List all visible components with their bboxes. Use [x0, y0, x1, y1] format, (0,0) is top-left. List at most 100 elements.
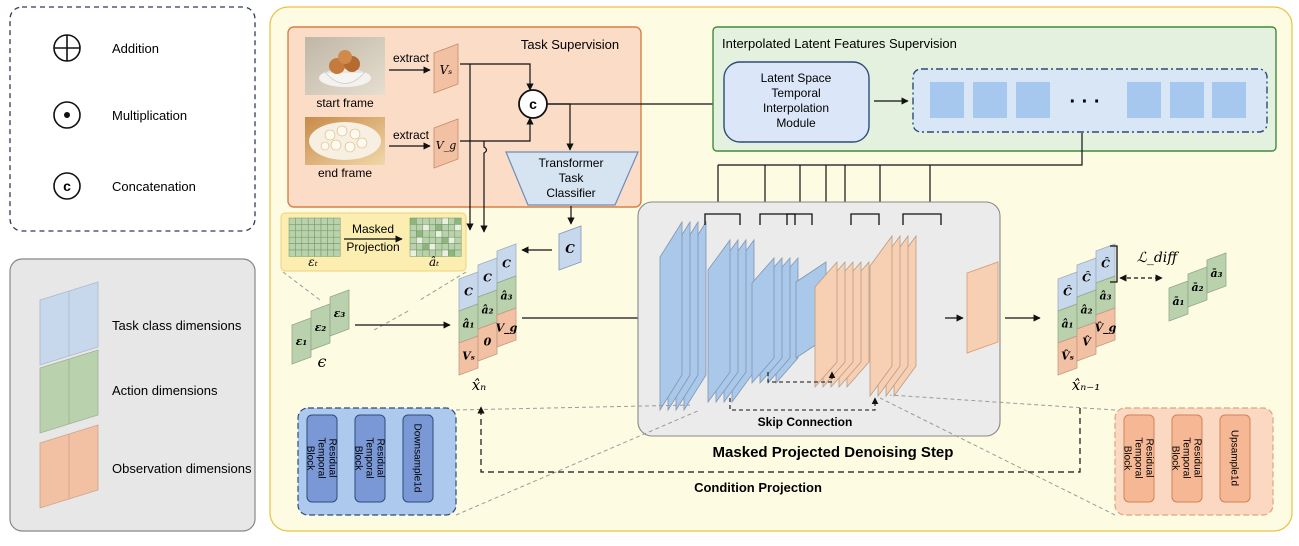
start-frame-image [305, 37, 385, 95]
svg-text:Vₛ: Vₛ [462, 350, 475, 363]
condition-projection-label: Condition Projection [694, 480, 822, 495]
svg-text:ResidualTemporalBlock: ResidualTemporalBlock [353, 437, 386, 478]
skip-line-inner [767, 371, 836, 383]
tensor-cell: V̂_g [1095, 307, 1117, 348]
network-plate [659, 220, 683, 412]
svg-text:Task: Task [559, 171, 585, 185]
end-frame-image [305, 117, 385, 165]
tensor-cell: V_g [496, 307, 518, 348]
legend-addition-label: Addition [112, 41, 159, 56]
tensor-cell: ε₂ [310, 303, 331, 351]
latent-square-3 [1127, 82, 1161, 118]
latent-square-0 [930, 82, 964, 118]
svg-text:0: 0 [484, 336, 492, 349]
svg-text:ResidualTemporalBlock: ResidualTemporalBlock [1170, 437, 1203, 478]
latent-square-5 [1212, 82, 1246, 118]
latents-down-line [718, 133, 1083, 166]
legend-dim-swatch-0 [39, 281, 99, 366]
svg-text:C: C [565, 242, 575, 256]
svg-text:Downsample1d: Downsample1d [412, 424, 423, 493]
condition-projection-path [477, 406, 1081, 473]
denoise-title: Masked Projected Denoising Step [713, 444, 954, 461]
up-block-2: Upsample1d [1219, 414, 1251, 503]
network-bracket-0 [704, 213, 741, 225]
interp-title: Interpolated Latent Features Supervision [722, 36, 957, 51]
legend-concatenation-label: Concatenation [112, 179, 196, 194]
legend-observation-label: Observation dimensions [112, 461, 252, 476]
tensor-cell: ā₃ [1206, 252, 1227, 294]
svg-text:Ĉ: Ĉ [1101, 257, 1110, 271]
task-supervision-title: Task Supervision [521, 37, 619, 52]
guide-2 [419, 271, 467, 301]
down-leader-2 [455, 409, 701, 516]
network-bracket-3 [850, 213, 880, 225]
denoising-network [659, 213, 942, 412]
network-plate [751, 256, 775, 385]
tensor-cell: 0 [477, 321, 498, 362]
svg-text:V_g: V_g [436, 139, 457, 152]
concatenation-icon: c [53, 172, 81, 200]
up-block-1: ResidualTemporalBlock [1170, 414, 1203, 503]
svg-text:V_g: V_g [496, 322, 518, 336]
a-t-label: âₜ [429, 255, 439, 269]
latent-square-4 [1170, 82, 1204, 118]
tensor-cell: â₃ [1095, 275, 1116, 316]
start-frame-label: start frame [316, 96, 374, 110]
svg-text:ε₁: ε₁ [296, 335, 308, 348]
skip-connection-label: Skip Connection [758, 415, 853, 429]
noise-label: ϵ [318, 352, 327, 371]
vs-to-concat-line [460, 63, 534, 91]
latent-square-2 [1016, 82, 1050, 118]
up-leader-1 [889, 394, 1116, 411]
eps-t-label: εₜ [308, 255, 317, 269]
guide-1 [282, 271, 321, 301]
svg-text:â₁: â₁ [463, 318, 475, 331]
svg-text:C: C [502, 258, 511, 271]
concat-node-icon: c [518, 89, 548, 119]
tensor-cell: ā₂ [1187, 266, 1208, 308]
addition-icon [53, 34, 81, 62]
multiplication-icon [53, 101, 81, 129]
svg-text:Upsample1d: Upsample1d [1229, 430, 1240, 486]
svg-text:V̂ₛ: V̂ₛ [1061, 349, 1074, 362]
legend-action-label: Action dimensions [112, 383, 218, 398]
latent-ellipsis: · · · [1069, 91, 1100, 113]
legend-dim-swatch-2 [39, 424, 99, 509]
network-bracket-4 [902, 213, 942, 225]
output-feature-slab [966, 261, 999, 354]
xn1-label: x̂ₙ₋₁ [1072, 376, 1100, 394]
tensor-cell: Vₛ [458, 335, 479, 376]
xn-label: x̂ₙ [472, 376, 487, 394]
transformer-task-classifier: Transformer Task Classifier [505, 151, 639, 206]
network-plate [869, 234, 893, 398]
class-token: C [558, 225, 582, 271]
svg-text:ā₂: ā₂ [1192, 281, 1204, 294]
svg-text:ResidualTemporalBlock: ResidualTemporalBlock [305, 437, 338, 478]
svg-text:Ĉ: Ĉ [1063, 285, 1072, 299]
network-plate [814, 260, 838, 389]
svg-text:â₂: â₂ [482, 304, 494, 317]
svg-text:ā₁: ā₁ [1173, 295, 1185, 308]
interp-module [723, 61, 870, 143]
vg-feature: V_g [433, 118, 459, 169]
tensor-cell: ε₃ [329, 289, 350, 337]
tensor-cell: ā₁ [1168, 280, 1189, 322]
svg-text:C: C [464, 286, 473, 299]
svg-text:Transformer: Transformer [539, 156, 604, 170]
extract-end-label: extract [393, 128, 430, 142]
legend-dim-swatch-1 [39, 349, 99, 434]
target-action-tensor: ā₁ ā₂ ā₃ [1168, 252, 1227, 322]
end-frame-label: end frame [318, 166, 372, 180]
down-block-2: Downsample1d [402, 414, 434, 503]
up-leader-2 [879, 397, 1116, 516]
legend-task-class-label: Task class dimensions [112, 318, 242, 333]
interp-module-line-4: Module [776, 116, 816, 130]
network-bracket-1 [759, 213, 796, 225]
svg-text:V̂_g: V̂_g [1095, 321, 1117, 335]
network-bracket-2 [786, 213, 813, 225]
svg-text:ā₃: ā₃ [1211, 267, 1223, 280]
